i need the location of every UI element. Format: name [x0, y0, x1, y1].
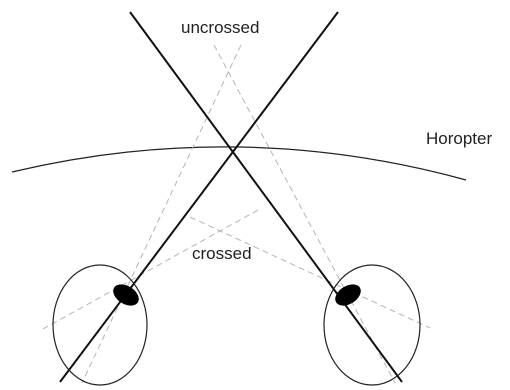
crossed-ray-left: [42, 209, 259, 330]
uncrossed-ray-right: [213, 44, 396, 384]
left-eye-lens: [113, 284, 139, 306]
crossed-label: crossed: [192, 244, 252, 263]
line-of-sight-left-eye: [59, 11, 339, 383]
uncrossed-ray-left: [81, 44, 242, 384]
crossed-ray-right: [189, 216, 431, 329]
line-of-sight-right-eye: [129, 11, 403, 383]
horopter-label: Horopter: [426, 129, 492, 148]
right-eye-lens: [335, 284, 361, 306]
right-eye-outline: [323, 264, 421, 386]
left-eye: [52, 264, 148, 386]
left-eye-outline: [52, 264, 148, 386]
right-eye: [323, 264, 421, 386]
horopter-curve: [11, 146, 467, 181]
uncrossed-label: uncrossed: [181, 18, 259, 37]
